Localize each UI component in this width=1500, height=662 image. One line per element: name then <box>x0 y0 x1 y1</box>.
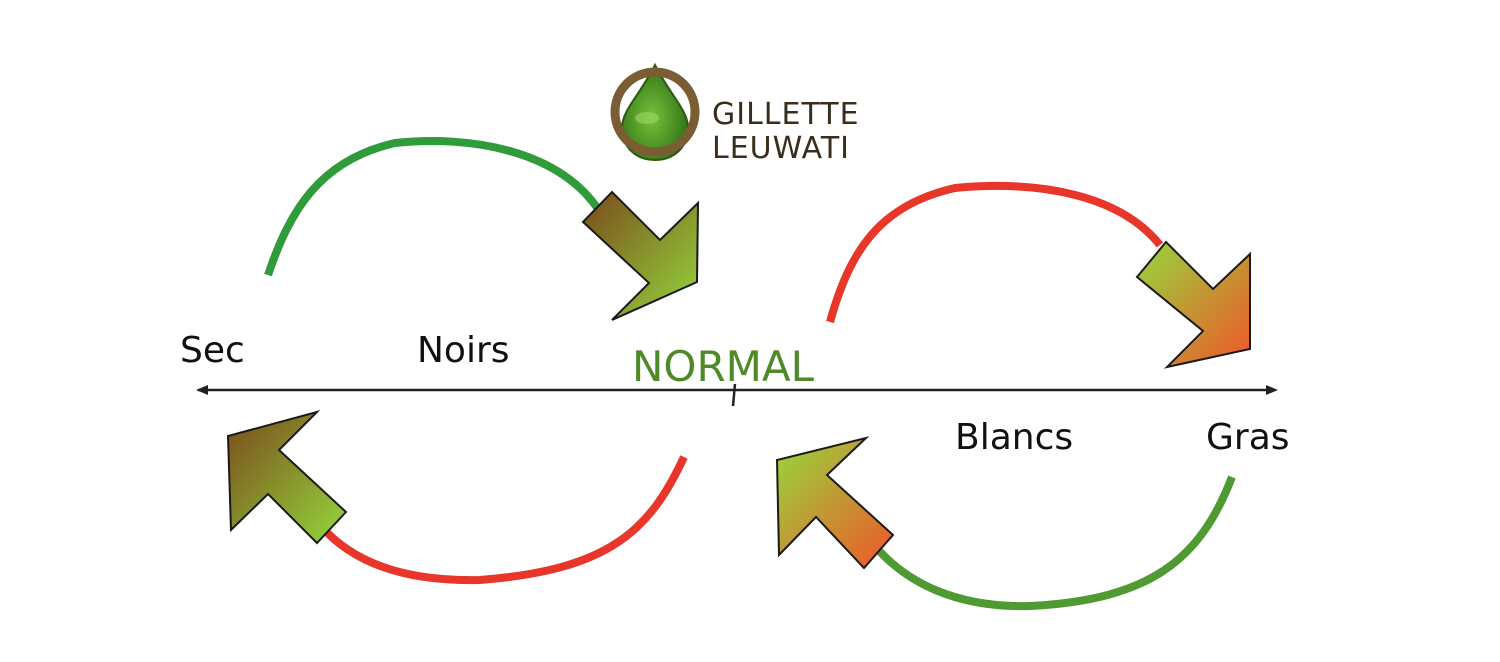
logo-line-1: GILLETTE <box>712 97 860 132</box>
arc-green-bottom-right <box>866 475 1236 611</box>
arrow-bottom-right <box>775 436 895 570</box>
label-normal: NORMAL <box>632 342 815 391</box>
arc-red-bottom-left <box>316 455 688 585</box>
arrow-bottom-left <box>226 410 348 545</box>
arc-red-top-right <box>826 182 1164 324</box>
label-blancs: Blancs <box>955 417 1074 458</box>
axis <box>196 383 1278 407</box>
logo-line-2: LEUWATI <box>712 131 851 166</box>
arc-green-top-left <box>264 137 604 277</box>
label-gras: Gras <box>1206 417 1290 458</box>
arrow-top-right <box>1135 240 1251 369</box>
logo-emblem <box>610 62 700 162</box>
label-noirs: Noirs <box>417 330 510 371</box>
arrow-top-left <box>581 190 700 321</box>
label-sec: Sec <box>180 330 245 371</box>
